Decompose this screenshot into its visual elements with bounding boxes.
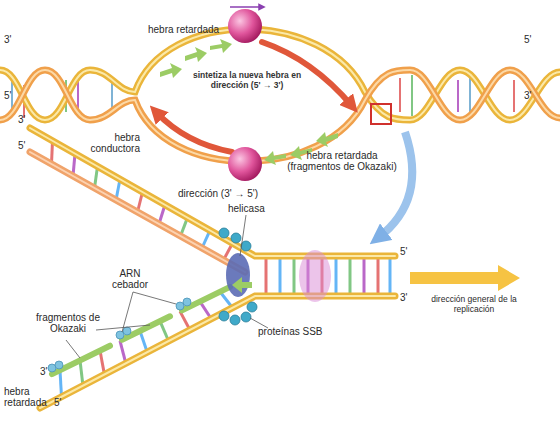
polymerase-sphere — [228, 9, 262, 181]
base-pairs — [389, 258, 392, 294]
strand-arrows — [264, 151, 286, 165]
ssb-protein — [241, 312, 251, 322]
label: dirección (3' → 5') — [178, 188, 258, 199]
strand-arrows — [316, 132, 338, 147]
label: 3' — [40, 366, 47, 377]
base-pairs — [377, 258, 380, 294]
label: hebra retardada (fragmentos de Okazaki) — [286, 150, 398, 172]
ssb-protein — [230, 315, 240, 325]
leader-line — [133, 292, 176, 304]
base-pairs — [265, 258, 268, 294]
rna-primer — [183, 298, 191, 306]
strand-arrows — [185, 47, 207, 62]
base-pairs — [335, 258, 338, 294]
rna-primer — [55, 361, 63, 369]
ssb-protein — [219, 228, 257, 325]
base-pairs — [411, 75, 413, 116]
strand-arrows — [160, 63, 182, 78]
dna-strand — [30, 128, 395, 256]
label: 5' — [400, 246, 407, 257]
okazaki-fragment — [122, 316, 170, 340]
polymerase-sphere — [228, 147, 262, 181]
rna-primer — [48, 298, 191, 372]
label: 3' — [4, 34, 11, 45]
label: fragmentos de Okazaki — [36, 312, 100, 334]
label: ARN cebador — [108, 268, 152, 290]
label: 3' — [18, 114, 25, 125]
dna-strand — [30, 152, 245, 272]
okazaki-fragment — [52, 346, 110, 374]
leader-line — [240, 215, 246, 256]
leader-line — [66, 340, 80, 358]
strand-arrows — [160, 39, 338, 165]
label: 3' — [400, 292, 407, 303]
label: proteínas SSB — [258, 326, 328, 337]
direction-arrow — [230, 6, 262, 8]
dna-strand — [0, 29, 560, 162]
ssb-protein — [247, 302, 257, 312]
polymerase — [299, 250, 331, 302]
helicase — [226, 253, 250, 297]
label: sintetiza la nueva hebra en dirección (5… — [192, 70, 302, 90]
ssb-protein — [219, 311, 229, 321]
base-pairs — [363, 258, 366, 294]
leader-line — [96, 325, 150, 330]
dna-strand — [0, 70, 560, 162]
label: hebra retardada — [4, 386, 54, 408]
label: 3' — [524, 90, 531, 101]
label: 5' — [4, 90, 11, 101]
ssb-protein — [241, 241, 251, 251]
dna-strand — [30, 152, 245, 272]
base-pairs — [513, 80, 515, 112]
label: 5' — [524, 34, 531, 45]
ssb-protein — [231, 233, 241, 243]
base-pairs — [293, 258, 296, 294]
ssb-protein — [219, 228, 229, 238]
base-pairs — [399, 78, 401, 112]
synthesis-arrow — [156, 42, 352, 152]
base-pairs — [457, 80, 459, 112]
base-pairs — [52, 141, 391, 397]
leader-line — [66, 215, 268, 358]
label: 5' — [54, 397, 61, 408]
leader-line — [122, 292, 133, 332]
polymerase-sphere — [228, 9, 262, 43]
label: hebra retardada — [148, 24, 219, 35]
label: dirección general de la replicación — [426, 294, 522, 314]
rna-primer — [123, 327, 131, 335]
zoom-arrow — [378, 132, 412, 238]
dna-strand — [30, 128, 395, 256]
label: hebra conductora — [86, 132, 140, 154]
base-pairs — [469, 76, 471, 116]
zoom-box — [371, 104, 391, 124]
base-pairs — [279, 258, 282, 294]
okazaki-fragment — [182, 287, 230, 311]
strand-arrows — [210, 39, 232, 53]
dna-strand — [0, 70, 560, 162]
replication-arrow — [410, 265, 520, 291]
base-pairs — [349, 258, 352, 294]
label: 5' — [18, 140, 25, 151]
label: helicasa — [228, 203, 265, 214]
synthesis-arrow — [156, 112, 232, 152]
strand-arrows — [232, 277, 252, 293]
